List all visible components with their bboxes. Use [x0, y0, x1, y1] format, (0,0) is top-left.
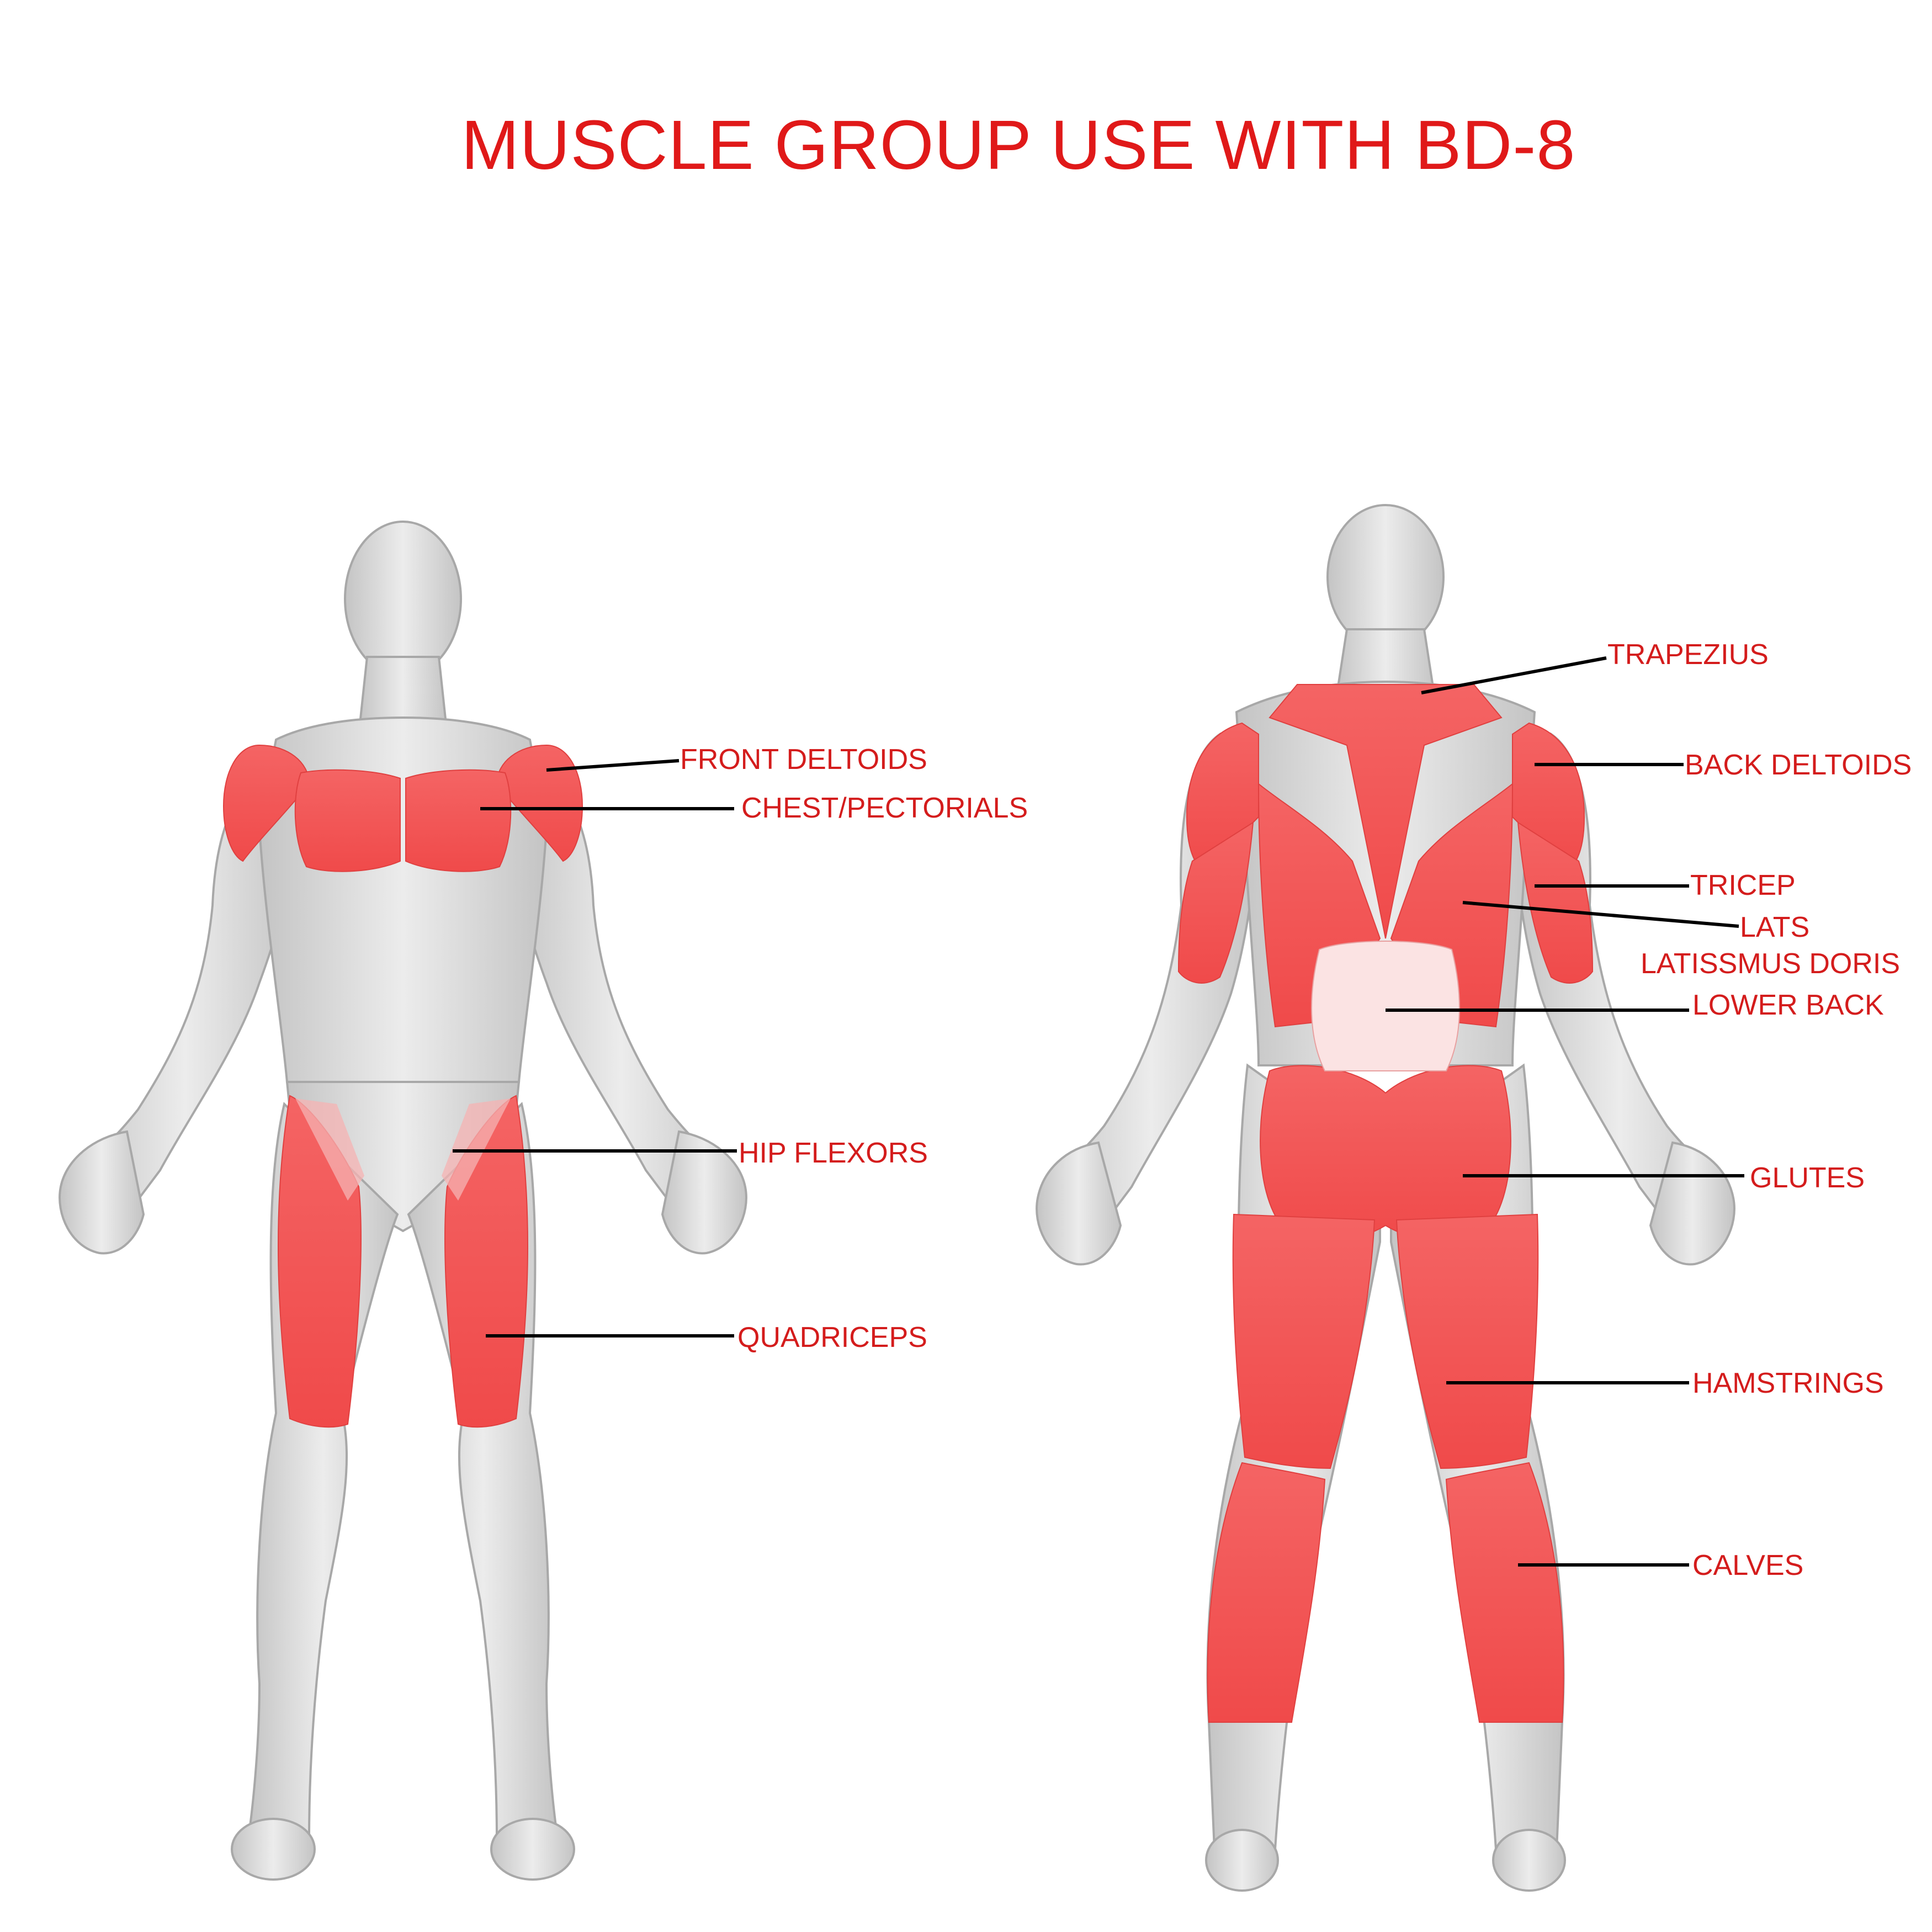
front-hip-flexor-left: [295, 1098, 364, 1201]
back-left-hand: [1036, 1141, 1122, 1266]
leader-lines: [453, 656, 1744, 1567]
label-hamstrings: HAMSTRINGS: [1692, 1367, 1884, 1399]
back-glutes: [1260, 1065, 1511, 1242]
back-calves-left: [1207, 1462, 1326, 1723]
label-back-deltoids: BACK DELTOIDS: [1685, 749, 1912, 781]
label-front-deltoids: FRONT DELTOIDS: [680, 744, 927, 776]
front-left-foot: [231, 1818, 316, 1881]
label-trapezius: TRAPEZIUS: [1607, 639, 1769, 671]
back-left-foot: [1205, 1829, 1279, 1892]
front-body: [59, 521, 747, 1881]
label-calves: CALVES: [1692, 1549, 1804, 1581]
front-chest-right: [405, 769, 512, 872]
label-latissimus: LATISSMUS DORIS: [1641, 948, 1901, 980]
front-chest-left: [294, 769, 401, 872]
leader-trapezius: [1421, 656, 1607, 694]
front-deltoid-left: [222, 744, 310, 862]
back-lower-back: [1311, 941, 1460, 1071]
back-trapezius: [1268, 684, 1503, 939]
leader-front-deltoids: [546, 759, 680, 772]
label-tricep: TRICEP: [1690, 869, 1796, 901]
leader-lats: [1462, 901, 1739, 928]
front-left-hand: [59, 1130, 145, 1255]
diagram-title: MUSCLE GROUP USE WITH BD-8: [461, 106, 1576, 184]
front-deltoid-right: [496, 744, 583, 862]
label-quadriceps: QUADRICEPS: [737, 1321, 927, 1354]
back-hamstrings-right: [1395, 1213, 1539, 1469]
front-right-foot: [490, 1818, 575, 1881]
label-glutes: GLUTES: [1750, 1162, 1865, 1194]
label-hip-flexors: HIP FLEXORS: [739, 1137, 928, 1169]
label-lats: LATS: [1740, 911, 1810, 943]
back-right-foot: [1492, 1829, 1566, 1892]
back-head: [1326, 504, 1445, 650]
back-calves-right: [1445, 1462, 1564, 1723]
label-chest-pectorials: CHEST/PECTORIALS: [741, 792, 1028, 824]
back-muscles: [1177, 684, 1594, 1723]
label-lower-back: LOWER BACK: [1692, 989, 1884, 1021]
back-tricep-left: [1177, 821, 1254, 984]
back-right-hand: [1649, 1141, 1735, 1266]
back-hamstrings-left: [1232, 1213, 1376, 1469]
front-head: [344, 521, 462, 677]
